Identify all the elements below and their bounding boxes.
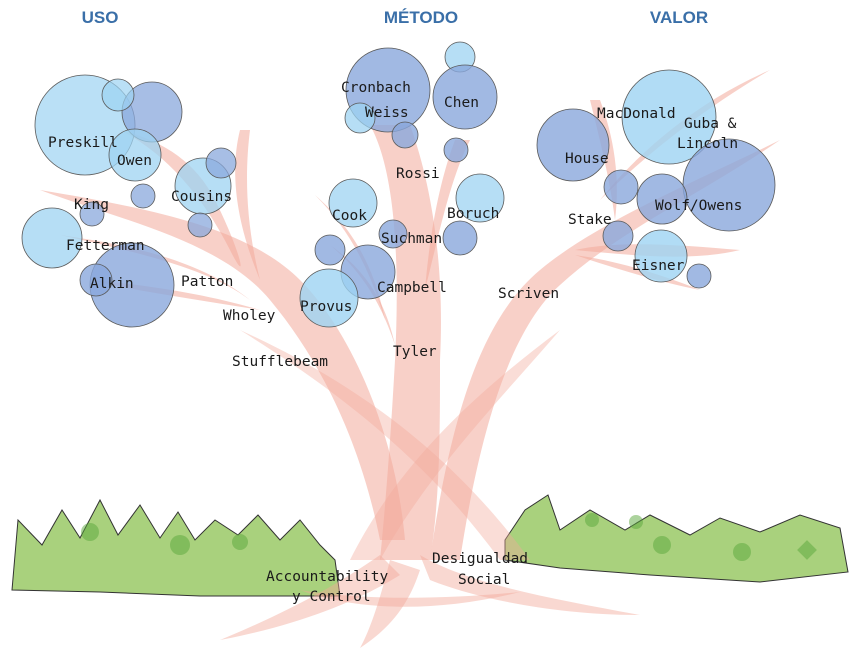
label-stufflebeam: Stufflebeam — [232, 354, 328, 370]
bubbles-metodo — [299, 41, 505, 328]
label-eisner: Eisner — [632, 258, 685, 274]
label-wolf-owens: Wolf/Owens — [655, 198, 742, 214]
label-cook: Cook — [332, 208, 367, 224]
label-stake: Stake — [568, 212, 612, 228]
label-macdonald: MacDonald — [597, 106, 676, 122]
right-branch — [430, 140, 780, 560]
label-cousins: Cousins — [171, 189, 232, 205]
label-boruch: Boruch — [447, 206, 499, 222]
label-guba-line1: Guba & — [684, 116, 737, 132]
label-guba-line2: Lincoln — [677, 136, 738, 152]
root-label-accountability-2: y Control — [292, 589, 371, 605]
label-weiss: Weiss — [365, 105, 409, 121]
label-rossi: Rossi — [396, 166, 440, 182]
label-provus: Provus — [300, 299, 352, 315]
bubbles-uso — [21, 74, 237, 328]
grass — [11, 494, 849, 597]
label-king: King — [74, 197, 109, 213]
left-branch — [40, 190, 405, 540]
trunk — [40, 70, 780, 560]
label-tyler: Tyler — [393, 344, 437, 360]
cross-right — [350, 330, 560, 560]
branch-title-metodo: MÉTODO — [384, 8, 458, 27]
label-suchman: Suchman — [381, 231, 442, 247]
label-alkin: Alkin — [90, 276, 134, 292]
label-wholey: Wholey — [223, 308, 276, 324]
bubbles-valor — [536, 69, 776, 289]
label-chen: Chen — [444, 95, 479, 111]
label-cronbach: Cronbach — [341, 80, 411, 96]
branch-title-uso: USO — [82, 8, 119, 27]
label-owen: Owen — [117, 153, 152, 169]
root-label-desigualdad-2: Social — [458, 572, 510, 588]
grass-right — [504, 494, 849, 583]
branch-title-valor: VALOR — [650, 8, 708, 27]
label-preskill: Preskill — [48, 135, 118, 151]
label-house: House — [565, 151, 609, 167]
label-fetterman: Fetterman — [66, 238, 145, 254]
middle-branch — [370, 125, 441, 560]
cross-left — [240, 330, 530, 560]
label-campbell: Campbell — [377, 280, 447, 296]
label-patton: Patton — [181, 274, 233, 290]
root-label-accountability-1: Accountability — [266, 569, 388, 585]
root-label-desigualdad-1: Desigualdad — [432, 551, 528, 567]
roots — [220, 555, 640, 648]
label-scriven: Scriven — [498, 286, 559, 302]
